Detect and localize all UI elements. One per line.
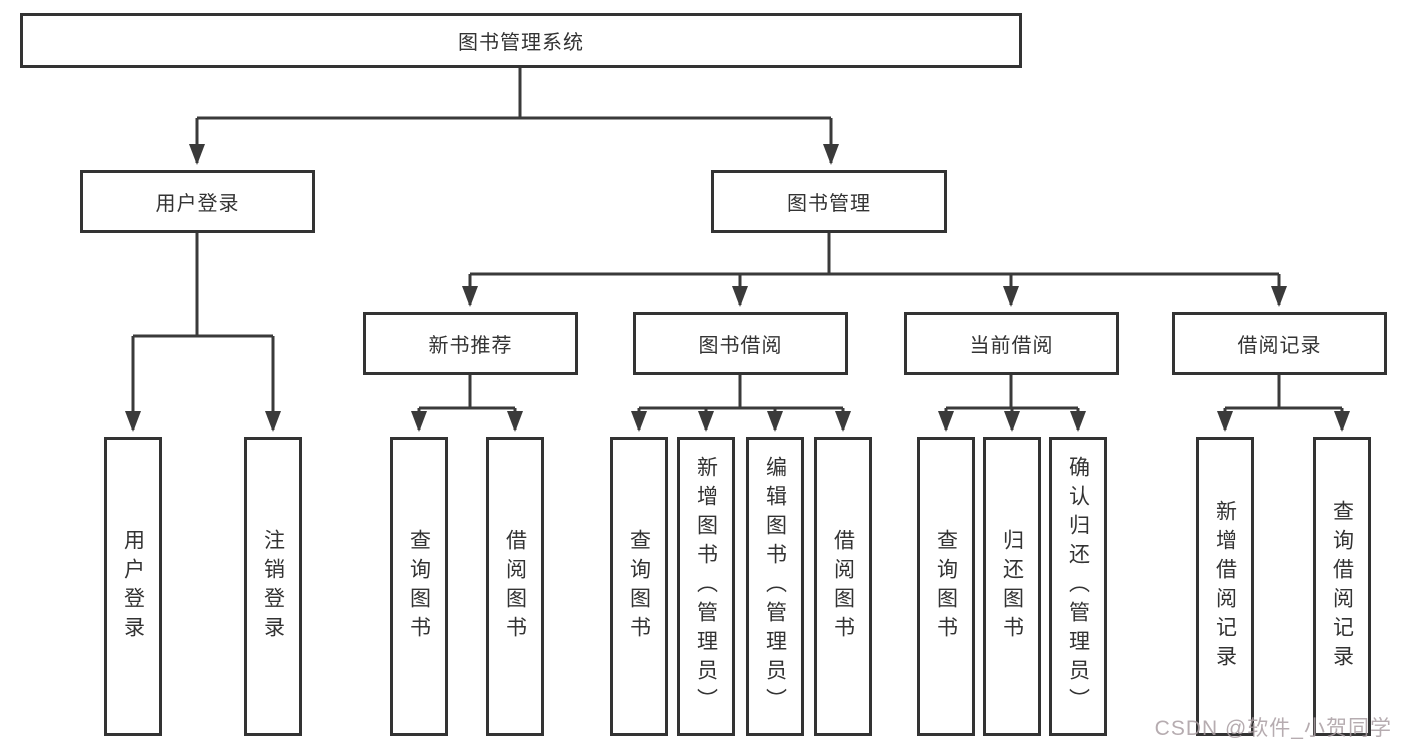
leaf-label: 用户登录 xyxy=(121,528,145,645)
leaf-add-book-admin: 新增图书（管理员） xyxy=(677,437,735,736)
leaf-label: 查询借阅记录 xyxy=(1330,499,1354,674)
leaf-label: 确认归还（管理员） xyxy=(1066,456,1090,717)
node-new-book-recommend: 新书推荐 xyxy=(363,312,578,375)
leaf-label: 查询图书 xyxy=(627,528,651,645)
leaf-add-borrow-record: 新增借阅记录 xyxy=(1196,437,1254,736)
leaf-label: 查询图书 xyxy=(934,528,958,645)
node-borrowing-records: 借阅记录 xyxy=(1172,312,1387,375)
node-label: 新书推荐 xyxy=(428,335,513,357)
node-label: 借阅记录 xyxy=(1237,335,1322,357)
leaf-borrow-books-recommend: 借阅图书 xyxy=(486,437,544,736)
leaf-edit-book-admin: 编辑图书（管理员） xyxy=(746,437,804,736)
leaf-label: 归还图书 xyxy=(1000,528,1024,645)
leaf-label: 编辑图书（管理员） xyxy=(763,456,787,717)
leaf-label: 新增借阅记录 xyxy=(1213,499,1237,674)
node-book-management-module: 图书管理 xyxy=(711,170,947,233)
node-root-label: 图书管理系统 xyxy=(458,32,584,54)
node-root-system: 图书管理系统 xyxy=(20,13,1022,68)
node-label: 图书借阅 xyxy=(698,335,783,357)
node-label: 当前借阅 xyxy=(969,335,1054,357)
leaf-label: 注销登录 xyxy=(261,528,285,645)
leaf-label: 查询图书 xyxy=(407,528,431,645)
leaf-label: 新增图书（管理员） xyxy=(694,456,718,717)
leaf-query-books-recommend: 查询图书 xyxy=(390,437,448,736)
node-label: 用户登录 xyxy=(155,193,240,215)
leaf-return-books: 归还图书 xyxy=(983,437,1041,736)
node-current-borrowing: 当前借阅 xyxy=(904,312,1119,375)
node-label: 图书管理 xyxy=(787,193,871,215)
leaf-query-borrow-record: 查询借阅记录 xyxy=(1313,437,1371,736)
csdn-watermark: CSDN @软件_小贺同学 xyxy=(1154,717,1392,740)
leaf-query-books-borrowing: 查询图书 xyxy=(610,437,668,736)
leaf-logout: 注销登录 xyxy=(244,437,302,736)
leaf-borrow-books-borrowing: 借阅图书 xyxy=(814,437,872,736)
leaf-confirm-return-admin: 确认归还（管理员） xyxy=(1049,437,1107,736)
leaf-user-login: 用户登录 xyxy=(104,437,162,736)
leaf-label: 借阅图书 xyxy=(503,528,527,645)
node-user-login-module: 用户登录 xyxy=(80,170,315,233)
node-book-borrowing: 图书借阅 xyxy=(633,312,848,375)
leaf-query-books-current: 查询图书 xyxy=(917,437,975,736)
leaf-label: 借阅图书 xyxy=(831,528,855,645)
